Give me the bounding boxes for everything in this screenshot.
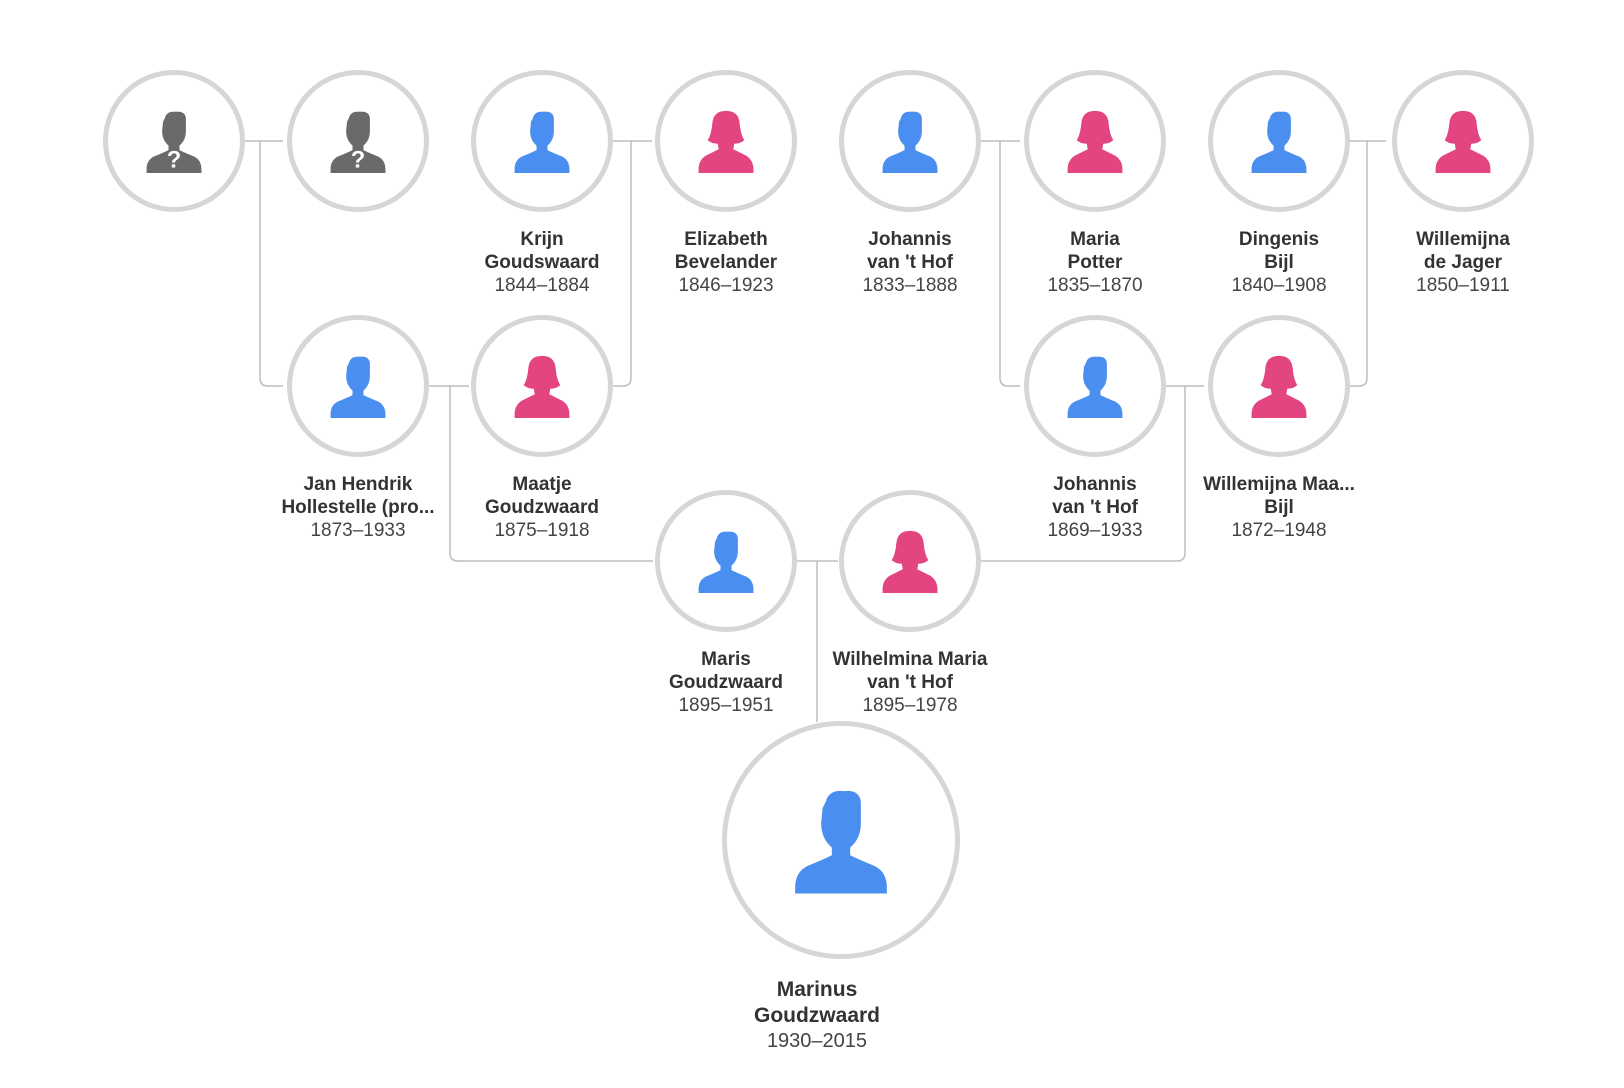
person-dates: 1930–2015 [766,1030,868,1052]
person-name-line2: van 't Hof [867,672,953,693]
svg-text:?: ? [167,147,182,173]
person-name-line1: Willemijna [1416,229,1510,250]
person-name-line1: Johannis [1053,474,1137,495]
person-name-line1: Dingenis [1238,229,1320,250]
person-name-line1: Jan Hendrik [303,474,413,495]
person-card-unknown-2[interactable]: ? [263,70,453,212]
avatar[interactable] [471,315,613,457]
svg-text:?: ? [351,147,366,173]
person-name-line2: Bijl [1264,252,1294,273]
person-dates: 1873–1933 [310,520,406,541]
person-name-line2: Bijl [1264,497,1294,518]
person-name-line1: Elizabeth [684,229,768,250]
person-name-line1: Johannis [868,229,952,250]
person-name-line2: Goudzwaard [484,497,599,518]
person-dates: 1835–1870 [1047,275,1143,296]
person-card-unknown-1[interactable]: ? [79,70,269,212]
avatar[interactable] [655,70,797,212]
person-dates: 1895–1978 [862,695,958,716]
person-dates: 1869–1933 [1047,520,1143,541]
avatar[interactable] [1024,315,1166,457]
avatar[interactable] [1392,70,1534,212]
person-name-line2: Bevelander [674,252,778,273]
person-dates: 1895–1951 [678,695,774,716]
person-dates: 1833–1888 [862,275,958,296]
avatar[interactable]: ? [103,70,245,212]
person-name-line2: Potter [1067,252,1123,273]
person-name-line1: Maria [1070,229,1120,250]
avatar[interactable] [839,70,981,212]
person-name-line2: Goudswaard [484,252,600,273]
person-name: Willemijna Maa...Bijl [1184,473,1374,519]
person-name-line2: van 't Hof [867,252,953,273]
avatar[interactable] [1208,315,1350,457]
person-name-line1: Maatje [512,474,572,495]
person-dates: 1872–1948 [1231,520,1327,541]
person-name-line1: Maris [701,649,751,670]
person-name-line2: Goudzwaard [753,1004,880,1027]
person-name-line1: Krijn [520,229,564,250]
avatar[interactable] [1208,70,1350,212]
person-name-line2: de Jager [1423,252,1503,273]
avatar[interactable] [839,490,981,632]
avatar[interactable] [722,721,960,959]
person-name-line1: Wilhelmina Maria [832,649,988,670]
person-dates: 1850–1911 [1416,275,1510,296]
avatar[interactable] [471,70,613,212]
person-name-line2: Goudzwaard [668,672,783,693]
avatar[interactable]: ? [287,70,429,212]
person-dates: 1844–1884 [494,275,590,296]
avatar[interactable] [655,490,797,632]
person-dates: 1840–1908 [1231,275,1327,296]
person-dates: 1846–1923 [678,275,774,296]
avatar[interactable] [287,315,429,457]
person-name-line2: van 't Hof [1052,497,1138,518]
person-name-line2: Hollestelle (pro... [281,497,435,518]
person-name-line1: Marinus [776,978,858,1001]
person-name-line1: Willemijna Maa... [1203,474,1355,495]
avatar[interactable] [1024,70,1166,212]
person-dates: 1875–1918 [494,520,590,541]
